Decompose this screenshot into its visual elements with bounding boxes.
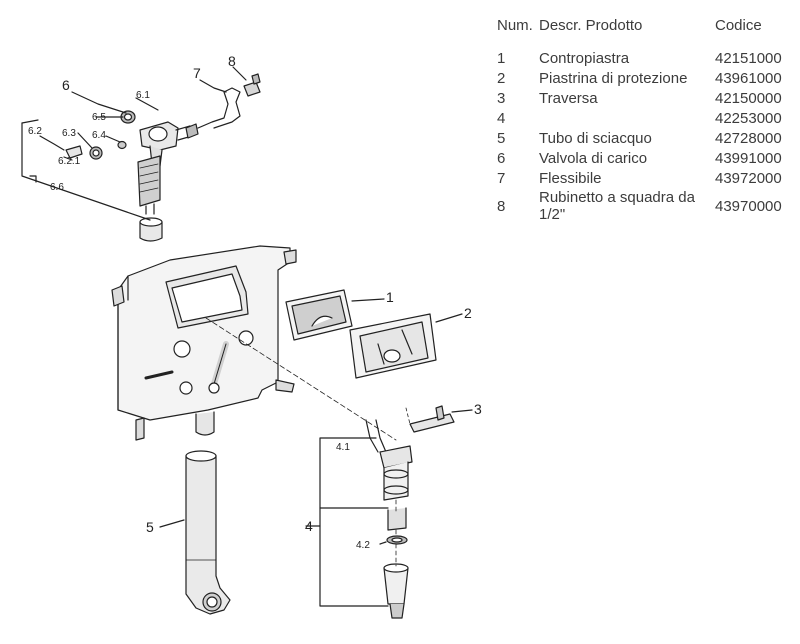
header-description: Descr. Prodotto	[539, 16, 643, 34]
table-row: 6 Valvola di carico 43991000	[497, 148, 797, 168]
callout-6-2-1: 6.2.1	[58, 156, 81, 167]
row-num: 4	[497, 109, 506, 127]
callout-4-1: 4.1	[336, 442, 350, 453]
row-num: 5	[497, 129, 506, 147]
callout-6: 6	[62, 77, 70, 93]
row-num: 7	[497, 169, 506, 187]
row-num: 2	[497, 69, 506, 87]
callout-6-4: 6.4	[92, 130, 106, 141]
row-code: 42150000	[715, 89, 782, 107]
fill-valve-drawing	[21, 66, 261, 242]
row-code: 43991000	[715, 149, 782, 167]
callout-2: 2	[464, 305, 472, 321]
row-num: 1	[497, 49, 506, 67]
table-header-row: Num. Descr. Prodotto Codice	[497, 14, 797, 48]
callout-6-6: 6.6	[50, 182, 64, 193]
row-description: Valvola di carico	[539, 149, 648, 167]
row-description: Traversa	[539, 89, 598, 107]
row-num: 6	[497, 149, 506, 167]
flush-valve-drawing	[205, 317, 413, 619]
row-description: Piastrina di protezione	[539, 69, 688, 87]
back-plate-drawing	[285, 289, 385, 341]
row-description: Rubinetto a squadra da 1/2"	[539, 189, 695, 223]
table-row: 1 Contropiastra 42151000	[497, 48, 797, 68]
row-code: 43972000	[715, 169, 782, 187]
row-num: 8	[497, 197, 506, 215]
table-row: 3 Traversa 42150000	[497, 88, 797, 108]
row-code: 43961000	[715, 69, 782, 87]
callout-6-1: 6.1	[136, 90, 150, 101]
table-row: 5 Tubo di sciacquo 42728000	[497, 128, 797, 148]
table-row: 7 Flessibile 43972000	[497, 168, 797, 188]
parts-table: Num. Descr. Prodotto Codice 1 Contropias…	[497, 14, 797, 224]
table-row: 4 42253000	[497, 108, 797, 128]
flush-pipe-drawing	[159, 450, 231, 615]
row-description: Tubo di sciacquo	[539, 129, 652, 147]
callout-7: 7	[193, 65, 201, 81]
row-num: 3	[497, 89, 506, 107]
row-code: 42253000	[715, 109, 782, 127]
callout-6-3: 6.3	[62, 128, 76, 139]
header-code: Codice	[715, 16, 762, 34]
crossbar-drawing	[409, 405, 473, 433]
callout-1: 1	[386, 289, 394, 305]
header-num: Num.	[497, 16, 533, 34]
protection-plate-drawing	[349, 313, 463, 379]
row-description: Contropiastra	[539, 49, 630, 67]
callout-6-5: 6.5	[92, 112, 106, 123]
cistern-frame-drawing	[111, 245, 297, 441]
row-code: 43970000	[715, 197, 782, 215]
row-description	[539, 108, 715, 128]
callout-6-2: 6.2	[28, 126, 42, 137]
table-row: 2 Piastrina di protezione 43961000	[497, 68, 797, 88]
callout-3: 3	[474, 401, 482, 417]
row-code: 42728000	[715, 129, 782, 147]
table-row: 8 Rubinetto a squadra da 1/2" 43970000	[497, 188, 797, 224]
callout-8: 8	[228, 53, 236, 69]
row-code: 42151000	[715, 49, 782, 67]
callout-4-2: 4.2	[356, 540, 370, 551]
callout-4: 4	[305, 518, 313, 534]
row-description: Flessibile	[539, 169, 602, 187]
callout-5: 5	[146, 519, 154, 535]
